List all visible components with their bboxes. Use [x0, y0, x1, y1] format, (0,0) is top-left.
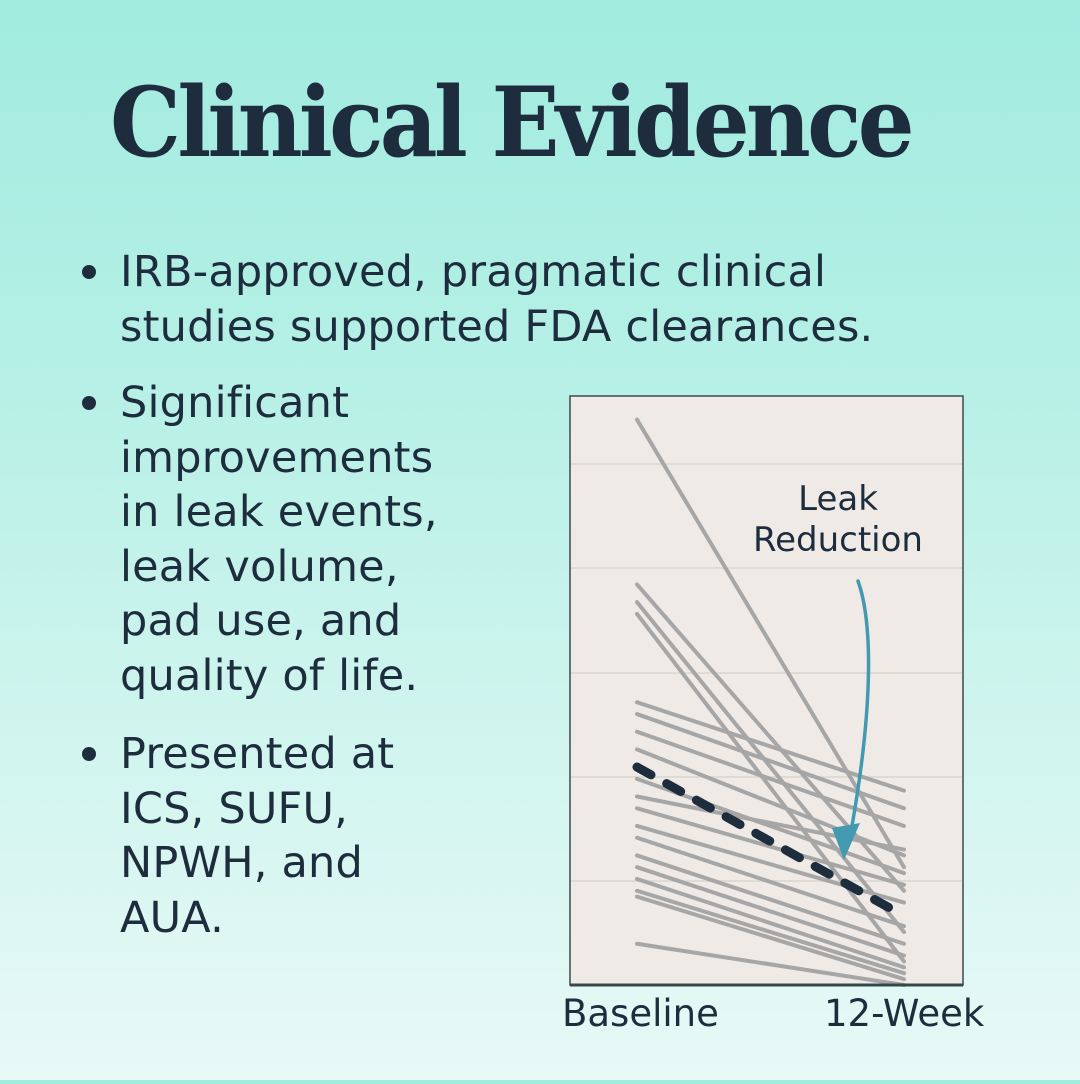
participant-line: [635, 894, 906, 982]
participant-line: [635, 876, 906, 970]
x-label-12-week: 12-Week: [824, 992, 985, 1035]
participant-line: [635, 835, 906, 929]
annotation-arrow-icon: [832, 579, 871, 860]
participant-line: [635, 729, 906, 828]
participant-line: [635, 888, 906, 976]
participant-line: [635, 806, 906, 887]
bullet-dot-icon: [82, 396, 96, 410]
bullet-text: Presented at ICS, SUFU, NPWH, and AUA.: [120, 729, 395, 943]
x-label-baseline: Baseline: [562, 992, 719, 1035]
page-title: Clinical Evidence: [110, 66, 915, 179]
participant-line: [635, 712, 906, 811]
annotation-label-line2: Reduction: [753, 520, 923, 560]
bullet-text: Significant improvements in leak events,…: [120, 378, 438, 701]
participant-line: [635, 747, 906, 858]
participant-line: [635, 600, 906, 934]
participant-line: [635, 865, 906, 958]
bullet-dot-icon: [82, 747, 96, 761]
participant-line: [635, 853, 906, 946]
participant-line: [635, 941, 906, 987]
chart-background: [569, 395, 964, 986]
participant-line: [635, 611, 906, 964]
bullet-text: IRB-approved, pragmatic clinical studies…: [120, 247, 874, 352]
bullet-dot-icon: [82, 265, 96, 279]
mean-line: [632, 762, 906, 919]
participant-line: [635, 794, 906, 852]
annotation-label-line1: Leak: [798, 479, 878, 519]
